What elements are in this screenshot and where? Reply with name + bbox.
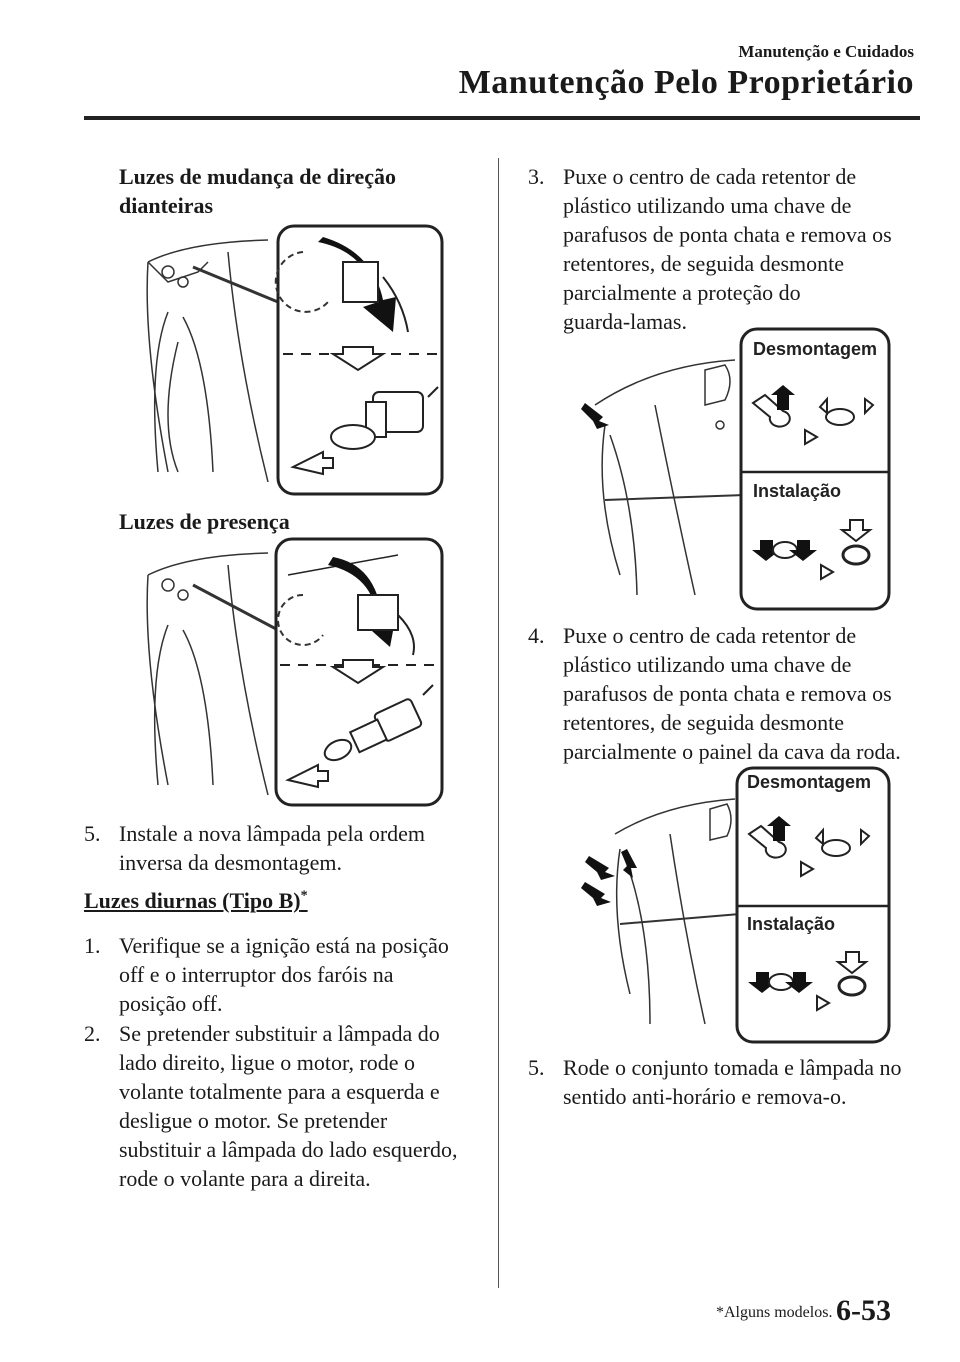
pointer-arrow-icon (581, 882, 611, 906)
down-arrow-icon (329, 659, 387, 685)
step-line: posição off. (119, 991, 223, 1016)
step-line: Instale a nova lâmpada pela ordem (119, 821, 426, 846)
step-line: Puxe o centro de cada retentor de (563, 164, 857, 189)
step-line: sentido anti-horário e remova-o. (563, 1084, 847, 1109)
pointer-arrow-icon (581, 403, 609, 429)
installation-label: Instalação (747, 914, 835, 934)
down-arrow-icon (785, 972, 813, 993)
down-arrow-icon (839, 519, 873, 543)
right-arrow-icon (820, 563, 835, 581)
step-line: parafusos de ponta chata e remova os (563, 681, 892, 706)
step-line: retentores, de seguida desmonte (563, 251, 845, 276)
position-light-bulb-figure (146, 537, 444, 807)
step-line: guarda-lamas. (563, 309, 687, 334)
step-number: 1. (84, 933, 101, 958)
column-divider (498, 158, 499, 1288)
rotate-arrow-icon (318, 237, 396, 332)
socket-bulb-drawing (323, 684, 434, 762)
step-line: Verifique se a ignição está na posição (119, 933, 449, 958)
car-fender-drawing (594, 359, 746, 596)
step-line: plástico utilizando uma chave de (563, 652, 852, 677)
socket-bulb-drawing (330, 386, 439, 450)
left-step-1: 1. Verifique se a ignição está na posiçã… (84, 931, 484, 1018)
step-number: 2. (84, 1021, 101, 1046)
step-line: substituir a lâmpada do lado esquerdo, (119, 1137, 458, 1162)
turn-signal-bulb-figure (146, 224, 444, 496)
pull-arrow-icon (285, 763, 329, 789)
page-number: 6-53 (836, 1294, 891, 1327)
car-fender-drawing (146, 552, 279, 796)
step-number: 5. (528, 1055, 545, 1080)
pointer-arrow-icon (585, 856, 615, 880)
up-arrow-icon (771, 385, 795, 410)
fender-retainer-figure: Desmontagem Instalação (581, 327, 891, 611)
down-arrow-icon (835, 951, 869, 975)
header-section: Manutenção e Cuidados (738, 42, 914, 61)
wheel-arch-retainer-figure: Desmontagem Instalação (581, 766, 891, 1044)
step-line: volante totalmente para a esquerda e (119, 1079, 440, 1104)
detail-callout (739, 327, 891, 611)
step-line: desligue o motor. Se pretender (119, 1108, 388, 1133)
right-arrow-icon (804, 428, 819, 446)
car-fender-drawing (614, 798, 741, 1025)
header-rule (84, 116, 920, 120)
step-line: Rode o conjunto tomada e lâmpada no (563, 1055, 902, 1080)
step-number: 3. (528, 164, 545, 189)
car-fender-drawing (146, 239, 279, 483)
step-line: inversa da desmontagem. (119, 850, 342, 875)
right-arrow-icon (800, 860, 815, 878)
pointer-arrow-icon (621, 849, 637, 878)
step-line: lado direito, ligue o motor, rode o (119, 1050, 416, 1075)
left-step-2: 2. Se pretender substituir a lâmpada do … (84, 1019, 484, 1193)
step-line: Se pretender substituir a lâmpada do (119, 1021, 440, 1046)
pull-arrow-icon (290, 450, 334, 476)
step-line: rode o volante para a direita. (119, 1166, 371, 1191)
right-step-5: 5. Rode o conjunto tomada e lâmpada no s… (528, 1053, 928, 1111)
footnote-marker: * (300, 888, 308, 904)
down-arrow-icon (789, 540, 817, 561)
header-title: Manutenção Pelo Proprietário (458, 64, 914, 101)
step-line: parafusos de ponta chata e remova os (563, 222, 892, 247)
removal-label: Desmontagem (753, 339, 877, 359)
step-line: plástico utilizando uma chave de (563, 193, 852, 218)
step-line: Puxe o centro de cada retentor de (563, 623, 857, 648)
step-line: parcialmente o painel da cava da roda. (563, 739, 901, 764)
subheading-position-lights: Luzes de presença (119, 509, 290, 534)
step-line: retentores, de seguida desmonte (563, 710, 845, 735)
down-arrow-icon (752, 540, 780, 561)
down-arrow-icon (748, 972, 776, 993)
subheading-line: dianteiras (119, 193, 214, 218)
removal-label: Desmontagem (747, 772, 871, 792)
step-line: off e o interruptor dos faróis na (119, 962, 394, 987)
up-arrow-icon (767, 816, 791, 841)
right-arrow-icon (816, 994, 831, 1012)
right-step-4: 4. Puxe o centro de cada retentor de plá… (528, 621, 928, 766)
section-title: Luzes diurnas (Tipo B)* (84, 888, 308, 913)
step-line: parcialmente a proteção do (563, 280, 801, 305)
step-number: 5. (84, 821, 101, 846)
subheading-turn-signals: Luzes de mudança de direção dianteiras (119, 162, 396, 220)
subheading-line: Luzes de mudança de direção (119, 164, 397, 189)
right-step-3: 3. Puxe o centro de cada retentor de plá… (528, 162, 928, 336)
step-number: 4. (528, 623, 545, 648)
left-step-5: 5. Instale a nova lâmpada pela ordem inv… (84, 819, 464, 877)
down-arrow-icon (329, 346, 387, 372)
installation-label: Instalação (753, 481, 841, 501)
footnote: *Alguns modelos. (716, 1304, 833, 1321)
